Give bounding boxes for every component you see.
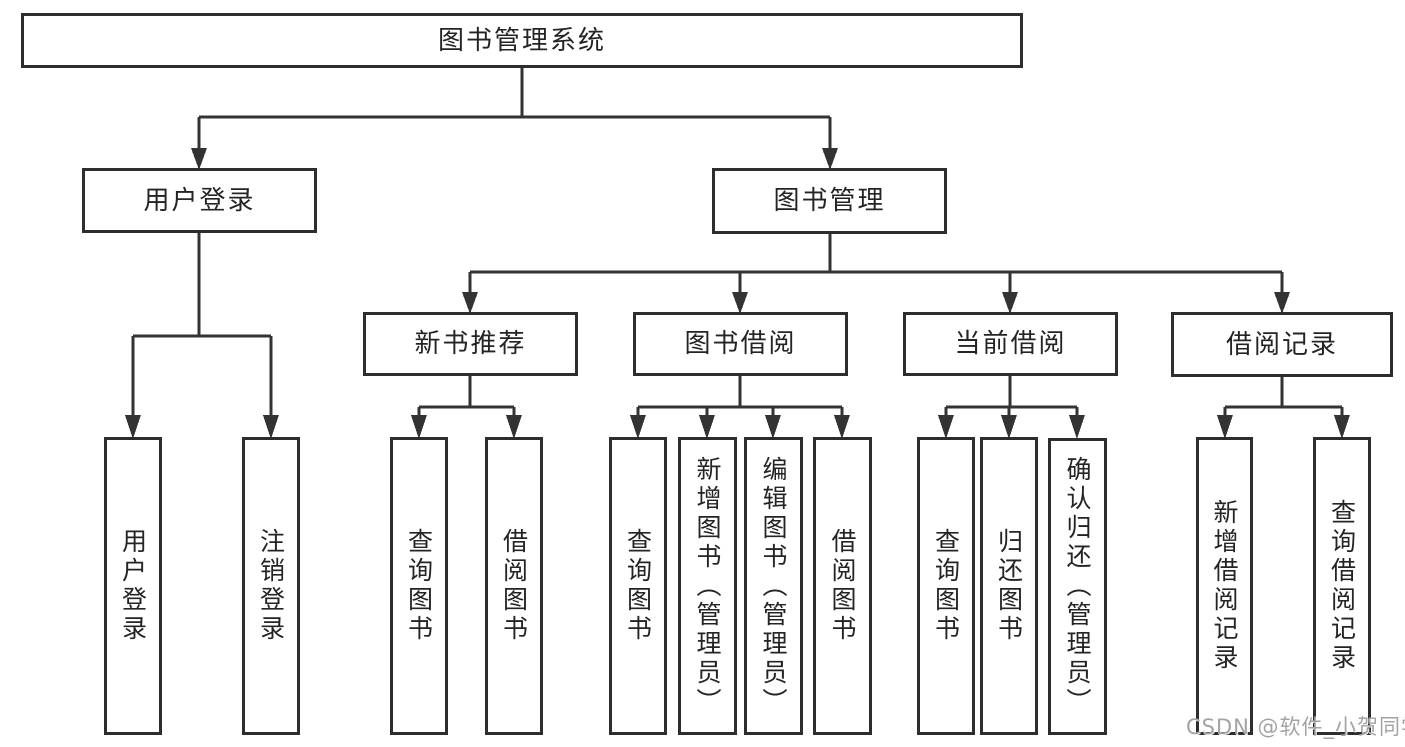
leaf-return-books: 归还图书 (980, 437, 1038, 735)
leaf-query-books-recommend: 查询图书 (390, 437, 448, 735)
connector-borrow-records-children (1217, 377, 1350, 439)
node-book-borrow: 图书借阅 (633, 312, 848, 376)
connector-new-book-children (411, 376, 522, 439)
leaf-logout: 注销登录 (242, 437, 300, 735)
node-new-book-recommend: 新书推荐 (363, 312, 578, 376)
leaf-query-books-borrow: 查询图书 (609, 437, 667, 735)
connector-user-login-children (125, 233, 279, 439)
connector-book-borrow-children (630, 376, 850, 439)
leaf-borrow-books-recommend: 借阅图书 (485, 437, 543, 735)
leaf-edit-books-admin: 编辑图书（管理员） (744, 437, 803, 735)
connector-current-borrow-children (938, 376, 1085, 439)
node-user-login: 用户登录 (82, 168, 317, 233)
leaf-borrow-books: 借阅图书 (813, 437, 872, 735)
node-borrow-records: 借阅记录 (1171, 312, 1393, 377)
leaf-query-books-current: 查询图书 (917, 437, 975, 735)
leaf-confirm-return-admin: 确认归还（管理员） (1048, 438, 1107, 735)
connector-book-mgmt-to-level3 (462, 234, 1290, 314)
watermark: CSDN @软件_小贺同学 (1186, 715, 1405, 739)
leaf-add-borrow-record: 新增借阅记录 (1196, 437, 1253, 735)
node-library-system-root: 图书管理系统 (21, 13, 1023, 68)
leaf-query-borrow-record: 查询借阅记录 (1313, 437, 1371, 735)
node-current-borrow: 当前借阅 (903, 312, 1118, 376)
connector-root-to-level2 (191, 68, 838, 170)
leaf-add-books-admin: 新增图书（管理员） (678, 437, 737, 735)
node-book-management: 图书管理 (712, 168, 947, 234)
leaf-user-login: 用户登录 (104, 437, 162, 735)
